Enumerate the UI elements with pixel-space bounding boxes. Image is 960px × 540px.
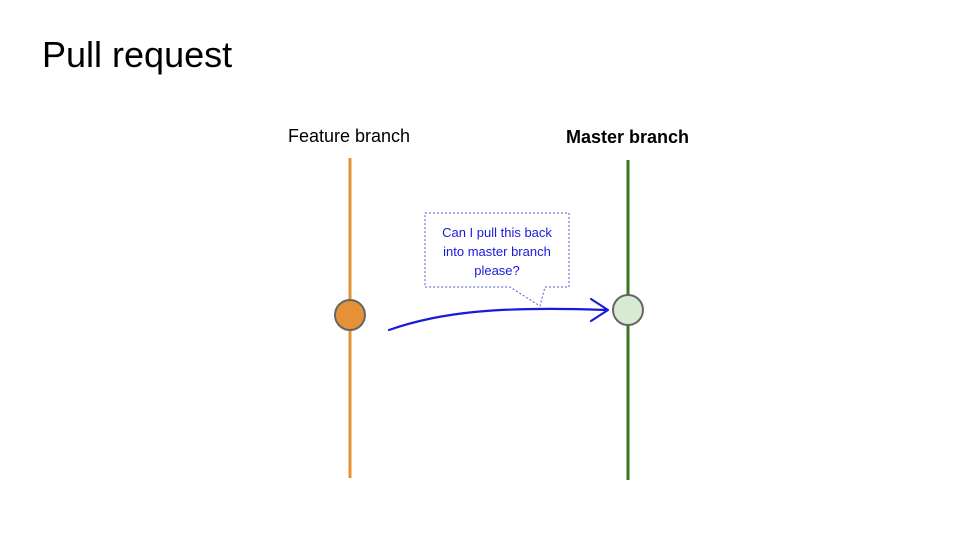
pull-request-arrow (387, 307, 608, 332)
callout-text: Can I pull this back into master branch … (442, 225, 552, 278)
arrowhead-icon (589, 297, 610, 323)
callout-bubble (424, 212, 570, 307)
feature-commit (334, 299, 366, 331)
slide-title: Pull request (42, 34, 233, 75)
master-branch-label: Master branch (566, 127, 690, 147)
master-commit (612, 294, 644, 326)
feature-branch-label: Feature branch (288, 126, 411, 146)
